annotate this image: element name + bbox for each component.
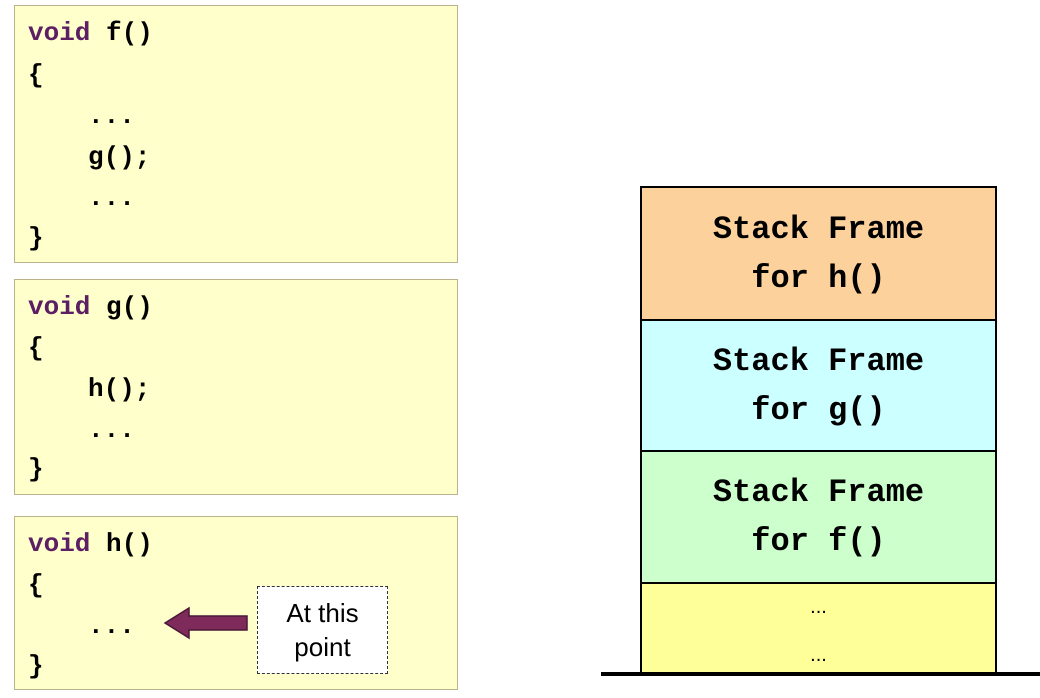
stack-frame-label: Stack Frame: [712, 474, 925, 511]
call-stack: Stack Frame for h() Stack Frame for g() …: [640, 186, 997, 674]
keyword-void: void: [28, 529, 91, 559]
code-box-g: void g() { h(); ... }: [14, 279, 458, 495]
keyword-void: void: [28, 292, 91, 322]
stack-base-line: [601, 672, 1040, 676]
code-line-signature-f: void f(): [28, 18, 153, 48]
code-line-close-brace: }: [28, 651, 44, 681]
stack-frame-f: Stack Frame for f(): [642, 452, 995, 584]
code-line-signature-h: void h(): [28, 529, 153, 559]
code-line-open-brace: {: [28, 570, 44, 600]
code-line-ellipsis: ...: [88, 101, 135, 131]
code-line-open-brace: {: [28, 60, 44, 90]
stack-ellipsis: ...: [810, 596, 827, 618]
code-line-ellipsis: ...: [88, 611, 135, 641]
code-line-call-g: g();: [88, 142, 151, 172]
function-name-g: g(): [90, 292, 153, 322]
code-line-close-brace: }: [28, 454, 44, 484]
stack-frame-h: Stack Frame for h(): [642, 188, 995, 321]
function-name-f: f(): [90, 18, 153, 48]
code-line-close-brace: }: [28, 223, 44, 253]
callout-line-1: At this: [286, 598, 359, 628]
stack-frame-label: Stack Frame: [712, 210, 925, 248]
stack-frame-g: Stack Frame for g(): [642, 321, 995, 452]
code-line-open-brace: {: [28, 333, 44, 363]
left-arrow-icon: [163, 606, 248, 640]
keyword-void: void: [28, 18, 91, 48]
code-line-ellipsis: ...: [88, 415, 135, 445]
stack-frame-function: for g(): [751, 391, 886, 429]
code-line-call-h: h();: [88, 374, 151, 404]
stack-bottom-region: ... ...: [642, 584, 995, 672]
stack-frame-function: for f(): [751, 523, 886, 560]
code-line-ellipsis: ...: [88, 183, 135, 213]
stack-ellipsis: ...: [810, 644, 827, 666]
code-box-f: void f() { ... g(); ... }: [14, 5, 458, 263]
stack-frame-function: for h(): [751, 259, 886, 297]
function-name-h: h(): [90, 529, 153, 559]
callout-line-2: point: [294, 632, 351, 662]
stack-frame-label: Stack Frame: [712, 342, 925, 380]
code-line-signature-g: void g(): [28, 292, 153, 322]
code-box-h: void h() { ... }: [14, 516, 458, 690]
callout-box: At this point: [257, 586, 388, 674]
